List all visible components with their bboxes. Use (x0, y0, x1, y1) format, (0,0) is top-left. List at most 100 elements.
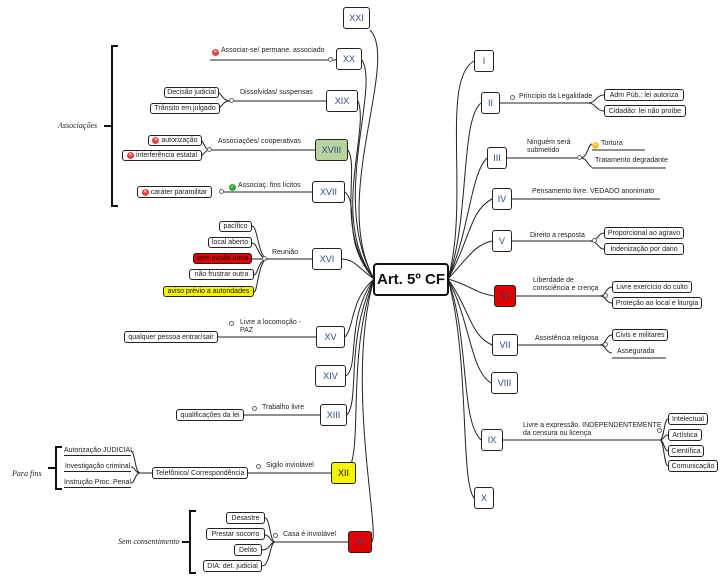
leaf-xi-desastre[interactable]: Desastre (226, 512, 265, 524)
node-xv[interactable]: XV (316, 326, 345, 348)
collapse-toggle-xix[interactable] (229, 98, 234, 103)
collapse-toggle-xi[interactable] (273, 533, 278, 538)
node-xiii[interactable]: XIII (320, 404, 347, 426)
node-xii[interactable]: XII (331, 462, 356, 484)
collapse-toggle-vi[interactable] (603, 293, 608, 298)
collapse-toggle-xvi[interactable] (262, 256, 267, 261)
node-vii[interactable]: VII (492, 334, 518, 356)
leaf-xviii-interferencia[interactable]: ✕interferência estatal (122, 150, 202, 161)
node-xxi[interactable]: XXI (343, 7, 370, 29)
side-label-associacoes: Associações (58, 121, 98, 130)
leaf-ix-artistica[interactable]: Artística (668, 429, 702, 441)
leaf-ix-intelectual[interactable]: Intelectual (668, 413, 708, 425)
leaf-xvi-local-aberto[interactable]: local aberto (208, 237, 252, 248)
leaf-vii-assegurada[interactable]: Assegurada (617, 348, 655, 355)
collapse-toggle-xiii[interactable] (252, 406, 257, 411)
leaf-vi-livre-culto[interactable]: Livre exercício do culto (612, 281, 692, 293)
node-xvi[interactable]: XVI (312, 248, 342, 270)
label-iv: Pensamento livre. VEDADO anonimato (532, 188, 655, 195)
leaf-xviii-autorizacao[interactable]: ✕autorização (148, 135, 202, 146)
leaf-xvi-pacifico[interactable]: pacífico (219, 221, 252, 232)
x-circle-icon: ✕ (152, 137, 160, 144)
leaf-ii-cidadao[interactable]: Cidadão: lei não proíbe (604, 105, 686, 117)
collapse-toggle-xvii[interactable] (219, 189, 224, 194)
label-v: Direito a resposta (530, 232, 585, 239)
node-viii[interactable]: VIII (491, 372, 518, 394)
node-iii[interactable]: III (487, 147, 507, 169)
node-xi[interactable]: XI (348, 531, 372, 553)
label-xviii: Associações/ cooperativas (218, 138, 301, 145)
leaf-xii-autorizacao-judicial[interactable]: Autorização JUDICIAL (64, 447, 135, 456)
node-xx[interactable]: XX (336, 48, 362, 70)
node-vi[interactable]: VI (494, 285, 516, 307)
label-ii: Princípio da Legalidade (519, 93, 593, 100)
label-xix: Dissolvidas/ suspensas (240, 89, 313, 96)
node-ix[interactable]: IX (481, 429, 503, 451)
node-iv[interactable]: IV (492, 188, 512, 210)
side-label-sem-consentimento: Sem consentimento (118, 537, 180, 546)
leaf-xvi-sem-arma[interactable]: sem pusão arma (193, 253, 252, 264)
label-xx-text: Associar-se/ permane. associado (221, 47, 325, 54)
collapse-toggle-vii[interactable] (603, 342, 608, 347)
leaf-vi-protecao[interactable]: Proteção ao local e liturgia (612, 297, 702, 309)
label-xii: Sigilo inviolável (266, 462, 314, 469)
leaf-xvi-aviso-previo[interactable]: aviso prévio a autoridades (163, 286, 254, 297)
label-xvi: Reunião (272, 249, 299, 256)
collapse-toggle-v[interactable] (592, 238, 597, 243)
node-ii[interactable]: II (481, 92, 500, 114)
leaf-iii-tratamento[interactable]: Tratamento degradante (595, 157, 668, 164)
leaf-xvi-nao-frustrar[interactable]: não frustrar outra (189, 269, 254, 280)
label-vii: Assistência religiosa (535, 335, 599, 342)
node-xix[interactable]: XIX (326, 90, 358, 112)
leaf-ix-cientifica[interactable]: Científica (668, 445, 704, 457)
check-circle-icon: ✓ (229, 184, 236, 191)
label-ix: Livre a expressão. INDEPENDENTEMENTE da … (523, 422, 662, 437)
leaf-xv-qualquer-pessoa[interactable]: qualquer pessoa entrar/sair (124, 331, 218, 343)
leaf-iii-tortura-text: Tortura (601, 140, 623, 147)
leaf-xi-delito[interactable]: Delito (234, 544, 262, 556)
leaf-xi-dia-judicial[interactable]: DIA: det. judicial (203, 560, 262, 572)
leaf-xvii-paramilitar[interactable]: ✕caráter paramilitar (137, 186, 212, 198)
x-circle-icon: ✕ (212, 49, 219, 56)
label-xv: Livre a locomoção - PAZ (240, 319, 302, 334)
label-vi: Liberdade de consciência e crença (533, 277, 599, 292)
leaf-v-indenizacao[interactable]: Indenização por dano (604, 243, 684, 255)
side-label-para-fins: Para fins (12, 469, 42, 478)
leaf-v-proporcional[interactable]: Proporcional ao agravo (604, 227, 684, 239)
node-xiv[interactable]: XIV (315, 365, 346, 387)
leaf-xix-decisao[interactable]: Decisão judicial (164, 87, 219, 98)
node-v[interactable]: V (492, 230, 512, 252)
label-xi: Casa é inviolável (283, 531, 336, 538)
collapse-toggle-xv[interactable] (229, 321, 234, 326)
node-xviii[interactable]: XVIII (315, 139, 348, 161)
leaf-ix-comunicacao[interactable]: Comunicação (668, 460, 718, 472)
leaf-xviii-autorizacao-text: autorização (161, 137, 198, 144)
label-iii: Ninguém será submetido (527, 139, 571, 154)
leaf-xii-instrucao[interactable]: Instrução Proc. Penal (64, 479, 131, 488)
leaf-xi-prestar-socorro[interactable]: Prestar socorro (206, 528, 265, 540)
collapse-toggle-xii[interactable] (256, 464, 261, 469)
leaf-xviii-interferencia-text: interferência estatal (135, 152, 198, 159)
label-xvii: ✓Associaç. fins lícitos (229, 182, 301, 191)
leaf-xii-investigacao[interactable]: Investigação criminal (64, 463, 131, 472)
leaf-ii-adm-pub[interactable]: Adm Púb.: lei autoriza (604, 89, 684, 101)
leaf-xii-telefonico[interactable]: Telefônico/ Correspondência (152, 467, 248, 479)
node-x[interactable]: X (474, 487, 494, 509)
collapse-toggle-ii[interactable] (510, 95, 515, 100)
node-xvii[interactable]: XVII (312, 181, 345, 203)
collapse-toggle-xx[interactable] (328, 57, 333, 62)
collapse-toggle-xviii[interactable] (207, 147, 212, 152)
label-xvii-text: Associaç. fins lícitos (238, 182, 301, 189)
x-circle-icon: ✕ (141, 188, 149, 196)
node-i[interactable]: I (474, 50, 494, 72)
collapse-toggle-ix[interactable] (657, 428, 662, 433)
leaf-iii-tortura[interactable]: •Tortura (592, 139, 623, 149)
leaf-vii-civis[interactable]: Civis e militares (612, 329, 668, 341)
leaf-xix-transito[interactable]: Trânsito em julgado (150, 103, 220, 114)
leaf-xiii-qualificacoes[interactable]: qualificações da lei (176, 409, 244, 421)
leaf-xvii-paramilitar-text: caráter paramilitar (150, 188, 208, 196)
center-node[interactable]: Art. 5º CF (373, 263, 449, 296)
collapse-toggle-iii[interactable] (577, 155, 582, 160)
